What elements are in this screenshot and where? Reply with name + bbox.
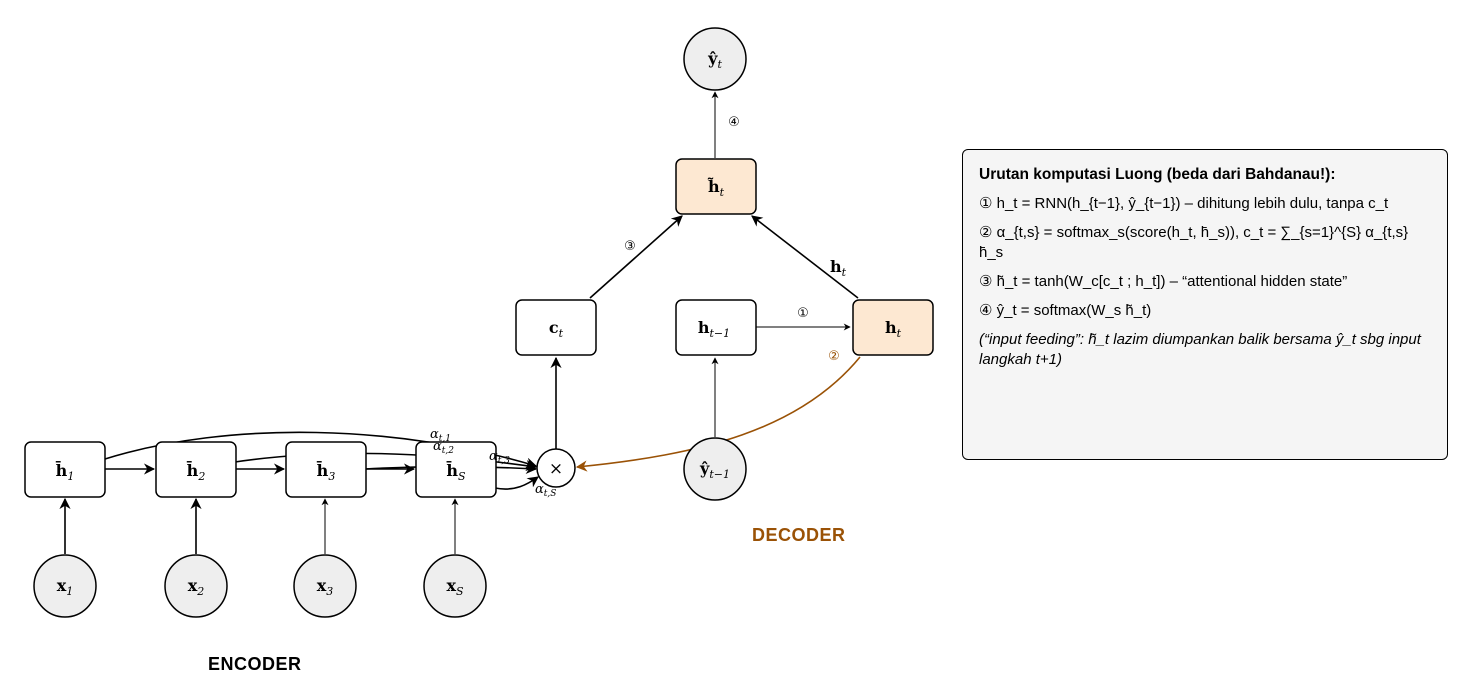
- output-node: ŷt: [683, 27, 747, 91]
- svg-text:x3: x3: [317, 576, 334, 598]
- computation-order-panel: Urutan komputasi Luong (beda dari Bahdan…: [962, 149, 1448, 460]
- node-base: h: [698, 318, 710, 337]
- node-sub: t: [720, 186, 725, 199]
- svg-text:h̃t: h̃t: [708, 177, 725, 199]
- svg-text:h̄S: h̄S: [446, 460, 466, 483]
- edge-ct-htilde: [589, 215, 683, 299]
- panel-step-4: ④ ŷ_t = softmax(W_s h̃_t): [979, 302, 1152, 319]
- node-base: h̄: [316, 460, 328, 480]
- node-base: x: [188, 576, 198, 595]
- node-base: x: [317, 576, 327, 595]
- svg-text:x1: x1: [57, 576, 74, 598]
- svg-text:h̄2: h̄2: [186, 460, 205, 483]
- step-1-marker: ①: [797, 306, 809, 321]
- node-base: x: [446, 576, 456, 595]
- alpha-tS: αt,S: [535, 482, 556, 499]
- svg-text:ŷt: ŷt: [707, 49, 722, 71]
- edge-hS-mult: [494, 476, 539, 490]
- prev-hidden-node: ht−1: [675, 299, 757, 356]
- node-base: x: [57, 576, 67, 595]
- node-sub: t−1: [709, 468, 730, 481]
- decoder-edges: [550, 91, 861, 472]
- edge-ht-mult: [575, 356, 861, 472]
- node-sub: 1: [66, 585, 73, 598]
- encoder-hidden-2: h̄2: [155, 441, 237, 498]
- encoder-hidden-S: h̄S: [415, 441, 497, 498]
- node-base: h̄: [446, 460, 458, 480]
- panel-step-2: ② α_{t,s} = softmax_s(score(h_t, h̄_s)),…: [979, 224, 1409, 261]
- node-sub: t: [717, 58, 722, 71]
- node-sub: 3: [328, 470, 335, 483]
- svg-text:ht−1: ht−1: [698, 318, 730, 340]
- alpha-t3: αt,3: [489, 449, 510, 466]
- node-base: c: [549, 318, 559, 337]
- multiply-symbol: ×: [549, 459, 563, 479]
- multiply-node: ×: [536, 448, 576, 488]
- encoder-input-3: x3: [293, 554, 357, 618]
- node-sub: 2: [196, 585, 204, 598]
- encoder-hidden-nodes: h̄1 h̄2 h̄3 h̄S: [24, 441, 497, 498]
- svg-text:h̄1: h̄1: [55, 460, 74, 483]
- decoder-label: DECODER: [752, 525, 846, 545]
- node-sub: 3: [326, 585, 333, 598]
- hidden-node: ht: [852, 299, 934, 356]
- step-3-marker: ③: [624, 239, 636, 254]
- node-base: h̄: [55, 460, 67, 480]
- panel-note: (“input feeding”: h̃_t lazim diumpankan …: [979, 331, 1421, 368]
- node-base: h̄: [186, 460, 198, 480]
- node-sub: t: [559, 327, 564, 340]
- svg-text:x2: x2: [188, 576, 205, 598]
- encoder-input-2: x2: [164, 554, 228, 618]
- node-sub: S: [458, 470, 466, 483]
- panel-step-3: ③ h̃_t = tanh(W_c[c_t ; h_t]) – “attenti…: [979, 273, 1348, 290]
- encoder-input-S: xS: [423, 554, 487, 618]
- encoder-edges: [59, 463, 459, 554]
- encoder-input-1: x1: [33, 554, 97, 618]
- encoder-hidden-3: h̄3: [285, 441, 367, 498]
- encoder-hidden-1: h̄1: [24, 441, 106, 498]
- attentional-node: h̃t: [675, 158, 757, 215]
- svg-text:ŷt−1: ŷt−1: [699, 459, 730, 481]
- encoder-label: ENCODER: [208, 654, 302, 674]
- encoder-input-nodes: x1 x2 x3 xS: [33, 554, 487, 618]
- panel-step-1: ① h_t = RNN(h_{t−1}, ŷ_{t−1}) – dihitung…: [979, 195, 1389, 212]
- node-base: ŷ: [707, 49, 718, 68]
- node-sub: 2: [197, 470, 205, 483]
- node-sub: 1: [67, 470, 74, 483]
- step-2-marker: ②: [828, 349, 840, 364]
- svg-text:ct: ct: [549, 318, 564, 340]
- svg-text:h̄3: h̄3: [316, 460, 335, 483]
- svg-text:ht: ht: [885, 318, 902, 340]
- alpha-t1: αt,1: [430, 427, 451, 444]
- edge-label-ht: ht: [830, 257, 847, 279]
- panel-title: Urutan komputasi Luong (beda dari Bahdan…: [979, 166, 1336, 183]
- node-sub: S: [456, 585, 464, 598]
- node-base: h: [885, 318, 897, 337]
- step-4-marker: ④: [728, 115, 740, 130]
- node-base: ŷ: [699, 459, 710, 478]
- attention-weights: αt,1 αt,2 αt,3 αt,S: [430, 427, 556, 499]
- context-node: ct: [515, 299, 597, 356]
- node-base: h̃: [708, 177, 720, 196]
- prev-output-node: ŷt−1: [683, 437, 747, 501]
- alpha-t2: αt,2: [433, 439, 454, 456]
- svg-text:xS: xS: [446, 576, 464, 598]
- node-sub: t−1: [710, 327, 731, 340]
- node-sub: t: [897, 327, 902, 340]
- edge-ht-htilde: [751, 215, 859, 299]
